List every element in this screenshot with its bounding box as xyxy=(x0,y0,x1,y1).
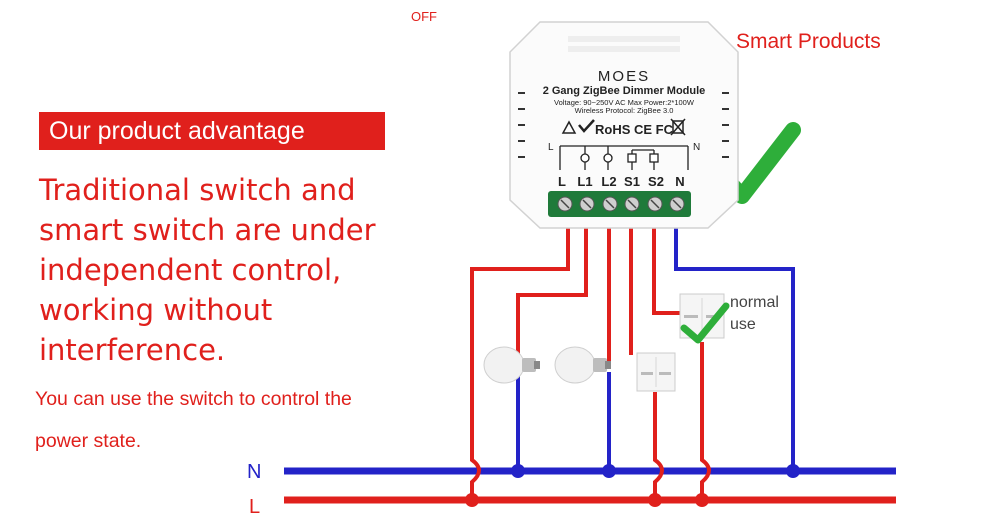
weee-bin-icon xyxy=(670,118,686,136)
bulb-2-icon xyxy=(554,346,611,384)
module-voltage: Voltage: 90~250V AC Max Power:2*100W xyxy=(554,98,695,107)
junction-dot xyxy=(786,464,800,478)
junction-dot xyxy=(602,464,616,478)
junction-dot xyxy=(465,493,479,507)
wire-switch1-line xyxy=(653,392,664,500)
wires xyxy=(470,222,795,500)
wire-switch2-line xyxy=(700,342,711,500)
neutral-label: N xyxy=(247,461,261,483)
module-term-N-top: N xyxy=(693,142,700,153)
junction-dots xyxy=(465,464,800,507)
terminal-label: L2 xyxy=(601,174,616,189)
off-label: OFF xyxy=(411,9,437,24)
terminal-label: L xyxy=(558,174,566,189)
wire-N xyxy=(674,222,795,471)
module-brand: MOES xyxy=(598,68,650,85)
junction-dot xyxy=(511,464,525,478)
subtext: You can use the switch to control the po… xyxy=(35,388,352,452)
junction-dot xyxy=(695,493,709,507)
wall-switch-1-icon xyxy=(636,352,676,392)
module-protocol: Wireless Protocol: ZigBee 3.0 xyxy=(575,106,674,115)
normal-use-label: normal use xyxy=(730,294,779,333)
wire-S2 xyxy=(652,222,680,315)
terminal-label: N xyxy=(675,174,684,189)
dimmer-module: MOES 2 Gang ZigBee Dimmer Module Voltage… xyxy=(509,21,739,229)
module-certs: RoHS CE FC xyxy=(595,122,674,137)
terminal-label: L1 xyxy=(577,174,592,189)
headline-text: Traditional switch and smart switch are … xyxy=(39,173,376,367)
smart-products-label: Smart Products xyxy=(736,30,881,53)
small-check-icon xyxy=(680,302,730,344)
bulb-1-icon xyxy=(483,346,540,384)
wire-L1 xyxy=(516,222,588,368)
line-label: L xyxy=(249,496,260,518)
advantage-banner: Our product advantage xyxy=(39,112,385,150)
wire-L xyxy=(470,222,570,500)
module-schematic xyxy=(559,145,689,170)
module-model: 2 Gang ZigBee Dimmer Module xyxy=(543,85,706,97)
module-term-L-top: L xyxy=(548,142,554,153)
terminal-label: S1 xyxy=(624,174,640,189)
terminal-label: S2 xyxy=(648,174,664,189)
rohs-check-icon xyxy=(578,119,595,133)
junction-dot xyxy=(648,493,662,507)
warning-icon xyxy=(561,120,577,134)
